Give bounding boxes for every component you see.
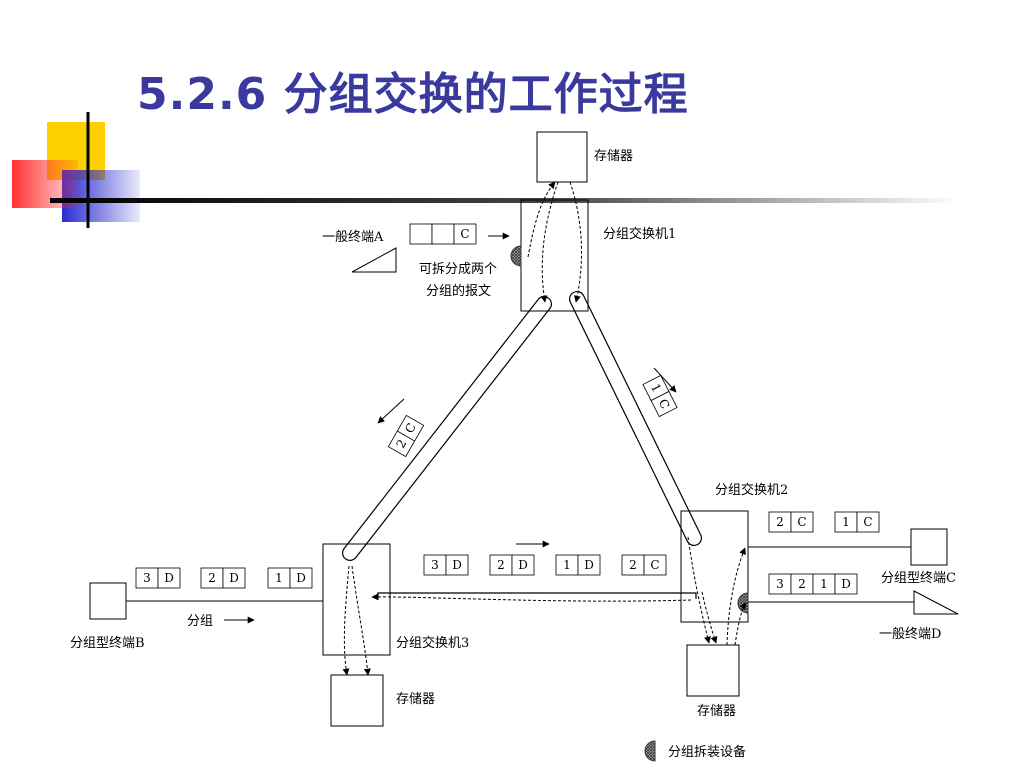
terminal-a-icon (351, 247, 397, 273)
terminal-d-label: 一般终端D (879, 626, 941, 642)
packet-right-link: 1C (642, 374, 678, 418)
packet-cell-label: C (863, 515, 872, 529)
packet-cell (643, 554, 667, 576)
memory-sw3-box (330, 674, 384, 727)
terminal-b-label: 分组型终端B (70, 635, 145, 651)
terminal-d-icon (913, 590, 959, 615)
message-note-line1: 可拆分成两个 (419, 262, 497, 277)
packet-cell-label: 2 (497, 558, 505, 572)
packet-cell-label: D (841, 577, 851, 591)
switch3-label: 分组交换机3 (396, 635, 469, 651)
access-lines (126, 546, 914, 603)
packet-cell (790, 511, 814, 533)
packet-cell-label: 3 (143, 571, 151, 585)
direction-arrows (224, 232, 677, 624)
packet-cell-label: 2 (776, 515, 784, 529)
packet-cell-label: C (650, 558, 659, 572)
packet-cell-label: D (518, 558, 528, 572)
switch1-label: 分组交换机1 (603, 226, 676, 242)
switch3-box (322, 543, 391, 656)
packet-cell (409, 223, 433, 245)
packet-cell-label: D (164, 571, 174, 585)
packet-cell-label: 1 (275, 571, 283, 585)
memory-sw2-label: 存储器 (697, 704, 736, 719)
legend-pad-label: 分组拆装设备 (668, 744, 746, 760)
packet-cell-label: D (296, 571, 306, 585)
packet-cell-label: C (797, 515, 806, 529)
packet-a-msg: C (409, 223, 477, 245)
packet-cell-label: 3 (776, 577, 784, 591)
trunk-links (342, 291, 702, 599)
terminal-c-box (910, 528, 948, 566)
packet-cell (445, 554, 469, 576)
packet-cell-label: 3 (431, 558, 439, 572)
packet-cell (157, 567, 181, 589)
slide-title: 5.2.6 分组交换的工作过程 (137, 69, 689, 120)
packet-cell (289, 567, 313, 589)
packet-cell (834, 573, 858, 595)
packet-cell (222, 567, 246, 589)
link-sw1-sw3 (342, 296, 552, 561)
packet-cell (453, 223, 477, 245)
packet-cell-label: 1 (820, 577, 828, 591)
switch2-label: 分组交换机2 (715, 482, 788, 498)
packet-cell-label: 2 (208, 571, 216, 585)
terminal-c-label: 分组型终端C (881, 570, 956, 586)
pad-device-icon (510, 245, 522, 267)
memory-sw2-box (686, 644, 740, 697)
switch2-box (680, 510, 749, 623)
terminal-a-label: 一般终端A (322, 229, 384, 245)
packet-cell-label: 1 (563, 558, 571, 572)
packet-cell (396, 414, 425, 442)
packet-cell-label: 1 (842, 515, 850, 529)
packet-cell-label: C (460, 227, 469, 241)
packet-cell (856, 511, 880, 533)
message-note-line2: 分组的报文 (426, 283, 491, 299)
legend-pad-icon (644, 740, 656, 762)
packet-cell (650, 390, 678, 418)
packet-cell-label: 2 (798, 577, 806, 591)
packet-word-label: 分组 (187, 614, 213, 629)
packet-cell (431, 223, 455, 245)
packet-cell-label: D (584, 558, 594, 572)
terminal-b-box (89, 582, 127, 620)
packet-cell-label: 2 (629, 558, 637, 572)
link-sw1-sw2 (569, 291, 702, 546)
packet-cell-label: D (452, 558, 462, 572)
decoration (12, 112, 960, 228)
flow-paths (342, 181, 747, 676)
memory-top-label: 存储器 (594, 149, 633, 164)
packet-cell (511, 554, 535, 576)
packet-cell (577, 554, 601, 576)
packet-cell-label: D (229, 571, 239, 585)
packet-left-link: 2C (387, 414, 425, 458)
memory-sw3-label: 存储器 (396, 692, 435, 707)
memory-top-box (536, 131, 588, 183)
